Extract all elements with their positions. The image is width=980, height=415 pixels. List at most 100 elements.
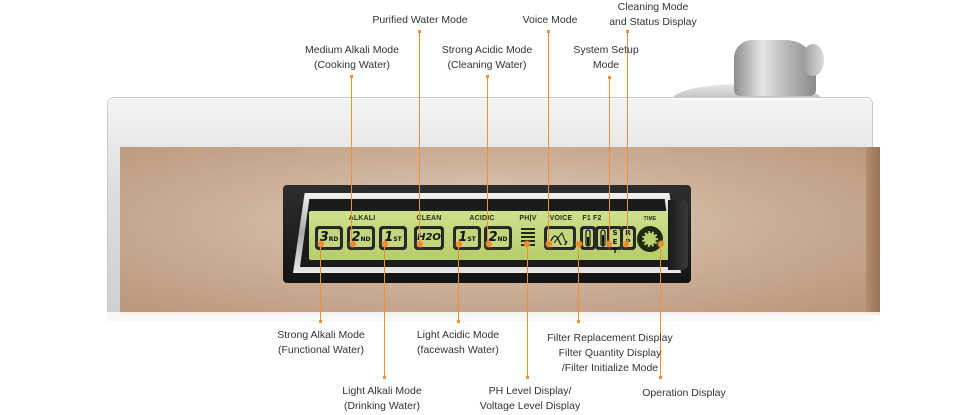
- lcd-label-time: TIME: [643, 216, 657, 222]
- faucet-neck: [734, 40, 816, 96]
- key-1st-suffix: ST: [393, 236, 402, 243]
- label-line: Medium Alkali Mode: [305, 44, 399, 56]
- voice-icon: [547, 229, 573, 247]
- indicator-dot-operation: [658, 241, 664, 247]
- filter-gauge-icon: [600, 229, 606, 247]
- label-line: Light Acidic Mode: [416, 329, 500, 341]
- device-panel-edge: [866, 147, 880, 315]
- indicator-dot-setup: [606, 241, 612, 247]
- callout-cap: [486, 75, 489, 78]
- label-line: Purified Water Mode: [372, 14, 468, 26]
- indicator-dot-light-acidic: [456, 241, 462, 247]
- label-line: Voice Mode: [522, 14, 578, 26]
- label-line: (Functional Water): [278, 344, 364, 356]
- label-strong-alkali: Strong Alkali Mode (Functional Water): [268, 328, 374, 358]
- key-2nd-acidic-digit: 2: [488, 230, 498, 245]
- key-2nd-digit: 2: [351, 230, 361, 245]
- callout-cap: [659, 376, 662, 379]
- label-light-alkali: Light Alkali Mode (Drinking Water): [330, 384, 434, 414]
- indicator-dot-cleaning: [623, 241, 629, 247]
- key-3rd-suffix: RD: [328, 236, 339, 243]
- callout-cap: [626, 30, 629, 33]
- callout-cap: [526, 376, 529, 379]
- faucet-outlet: [802, 44, 824, 76]
- key-1st-acidic-suffix: ST: [467, 236, 476, 243]
- strong-acidic-key: 2ND: [484, 226, 512, 250]
- callout-cap: [319, 320, 322, 323]
- label-line: (facewash Water): [417, 344, 499, 356]
- cleaning-mode-key: R P: [620, 226, 636, 250]
- indicator-dot-light-alkali: [382, 241, 388, 247]
- filter-gauge-icon: [585, 229, 591, 247]
- key-1st-digit: 1: [384, 230, 394, 245]
- label-line: (Drinking Water): [343, 400, 421, 412]
- callout-cap: [457, 320, 460, 323]
- lcd-label-f1f2: F1 F2: [582, 215, 602, 222]
- floor-fade: [0, 312, 980, 415]
- key-3rd-digit: 3: [319, 230, 329, 245]
- label-filter: Filter Replacement Display Filter Quanti…: [540, 331, 680, 376]
- key-2nd-suffix: ND: [360, 236, 371, 243]
- label-line: and Status Display: [609, 16, 697, 28]
- indicator-dot-medium-alkali: [350, 241, 356, 247]
- callout-cap: [418, 30, 421, 33]
- label-operation: Operation Display: [632, 386, 736, 401]
- callout-line-voice: [548, 32, 549, 243]
- key-set-text: S E T: [610, 229, 620, 255]
- label-line: Strong Acidic Mode: [441, 44, 533, 56]
- callout-line-strong-alkali: [320, 244, 321, 322]
- key-h2o-text: H2O: [417, 229, 441, 247]
- label-strong-acidic: Strong Acidic Mode (Cleaning Water): [433, 43, 541, 73]
- callout-cap: [608, 76, 611, 79]
- label-line: Filter Replacement Display: [547, 332, 673, 344]
- indicator-dot-filter: [576, 241, 582, 247]
- label-line: Strong Alkali Mode: [277, 329, 365, 341]
- label-line: (Cooking Water): [313, 59, 391, 71]
- callout-line-purified: [419, 32, 420, 243]
- label-voice-mode: Voice Mode: [510, 13, 590, 28]
- callout-line-light-alkali: [384, 244, 385, 378]
- indicator-dot-strong-alkali: [318, 241, 324, 247]
- label-line: (Cleaning Water): [447, 59, 527, 71]
- filter1-gauge-icon: [583, 229, 593, 247]
- lcd-label-voice: VOICE: [549, 215, 573, 222]
- callout-line-ph-level: [527, 244, 528, 378]
- label-cleaning-status: Cleaning Mode and Status Display: [598, 0, 708, 30]
- ph-bar: [521, 228, 535, 230]
- filter2-gauge-icon: [598, 229, 608, 247]
- lcd-label-clean: CLEAN: [416, 215, 442, 222]
- label-line: Mode: [592, 59, 620, 71]
- callout-line-operation: [660, 244, 661, 378]
- label-light-acidic: Light Acidic Mode (facewash Water): [404, 328, 512, 358]
- callout-line-light-acidic: [458, 244, 459, 322]
- callout-line-medium-alkali: [351, 77, 352, 243]
- callout-cap: [577, 320, 580, 323]
- callout-line-cleaning: [627, 32, 628, 243]
- label-line: Light Alkali Mode: [342, 385, 422, 397]
- operation-gear-center: [642, 231, 658, 247]
- lcd-label-acidic: ACIDIC: [469, 215, 495, 222]
- lcd-label-ph-v: PH|V: [519, 215, 537, 222]
- label-system-setup: System Setup Mode: [565, 43, 647, 73]
- callout-line-system-setup: [609, 78, 610, 243]
- callout-line-filter: [578, 244, 579, 322]
- callout-cap: [383, 376, 386, 379]
- display-side-knob: [668, 200, 688, 270]
- lcd-label-alkali: ALKALI: [348, 215, 376, 222]
- callout-cap: [350, 75, 353, 78]
- label-line: PH Level Display/: [488, 385, 572, 397]
- label-purified-water: Purified Water Mode: [364, 13, 476, 28]
- label-ph-level: PH Level Display/ Voltage Level Display: [470, 384, 590, 414]
- label-line: /Filter Initialize Mode: [561, 362, 659, 374]
- callout-line-strong-acidic: [487, 77, 488, 243]
- filter1-key: [580, 226, 596, 250]
- operation-gear-icon: [637, 226, 663, 252]
- callout-cap: [547, 30, 550, 33]
- label-line: Operation Display: [642, 387, 726, 399]
- label-line: System Setup: [573, 44, 639, 56]
- indicator-dot-strong-acidic: [486, 241, 492, 247]
- label-line: Cleaning Mode: [617, 1, 689, 13]
- key-1st-acidic-digit: 1: [458, 230, 468, 245]
- label-line: Voltage Level Display: [479, 400, 581, 412]
